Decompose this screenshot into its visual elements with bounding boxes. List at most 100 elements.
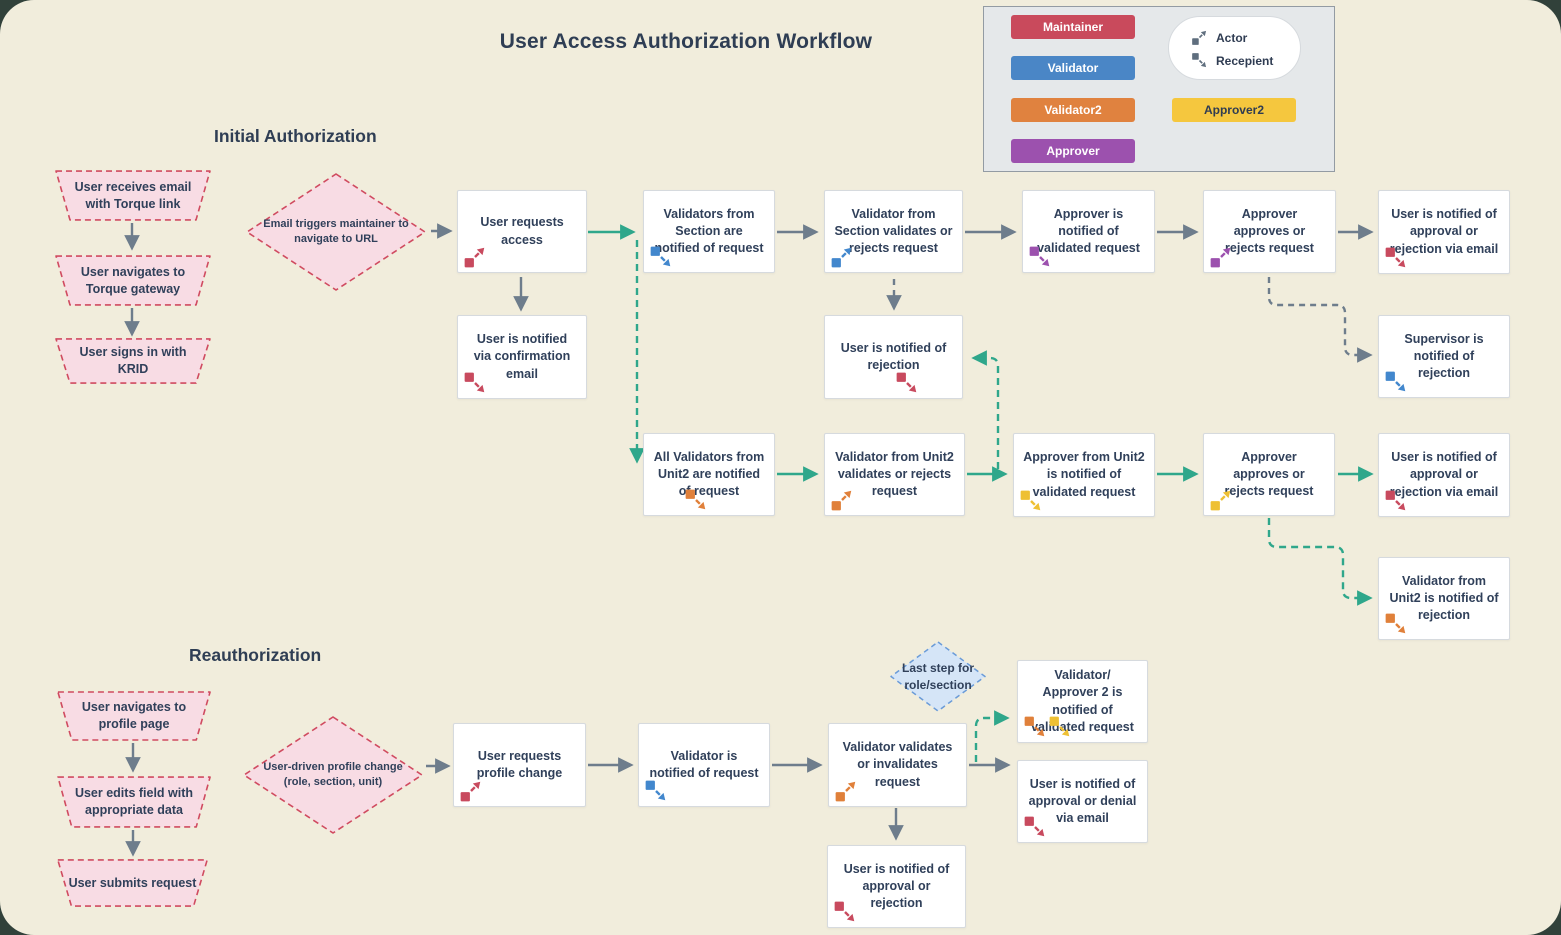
node-label: Validator from Section validates or reje… [834,206,953,256]
node-label: User is notified of approval or rejectio… [1389,207,1499,256]
node-user-edits-field[interactable]: User edits field with appropriate data [52,776,216,828]
node-reauth-validator-validates[interactable]: Validator validates or invalidates reque… [828,723,967,807]
node-user-signs-in[interactable]: User signs in with KRID [50,338,216,384]
node-approver2-notified[interactable]: Validator/ Approver 2 is notified of val… [1017,660,1148,743]
legend-marker-key: Actor Recepient [1168,16,1301,80]
section-heading-reauthorization: Reauthorization [189,645,322,665]
maintainer-recipient-icon [1384,246,1408,270]
approver-actor-icon [1209,245,1233,269]
node-unit2-validator-rejection[interactable]: Validator from Unit2 is notified of reje… [1378,557,1510,640]
legend-approver2[interactable]: Approver2 [1172,98,1296,122]
legend-validator2[interactable]: Validator2 [1011,98,1135,122]
node-label: User requests profile change [476,748,563,780]
node-user-submits-request[interactable]: User submits request [52,859,213,907]
node-label: User is notified via confirmation email [473,332,571,381]
validator-recipient-icon [1384,370,1408,394]
node-label: User navigates to Torque gateway [80,264,186,296]
validator2-recipient-icon [1023,715,1047,739]
node-approver-notified[interactable]: Approver is notified of validated reques… [1022,190,1155,273]
validator2-actor-icon [834,779,858,803]
legend-validator2-label: Validator2 [1044,103,1102,117]
legend-approver-label: Approver [1046,144,1100,158]
node-user-navigates-gateway[interactable]: User navigates to Torque gateway [50,255,216,306]
node-label: Validator validates or invalidates reque… [842,740,953,789]
legend-approver[interactable]: Approver [1011,139,1135,163]
node-user-requests-access[interactable]: User requests access [457,190,587,273]
node-label: User navigates to profile page [81,700,187,731]
legend-maintainer[interactable]: Maintainer [1011,15,1135,39]
node-confirmation-email[interactable]: User is notified via confirmation email [457,315,587,399]
node-unit2-validators-notified[interactable]: All Validators from Unit2 are notified o… [643,433,775,516]
maintainer-recipient-icon [463,371,487,395]
maintainer-actor-icon [459,779,483,803]
node-unit2-approver-approves[interactable]: Approver approves or rejects request [1203,433,1335,516]
node-user-receives-email[interactable]: User receives email with Torque link [50,170,216,221]
maintainer-recipient-icon [1023,815,1047,839]
node-user-requests-profile-change[interactable]: User requests profile change [453,723,586,807]
maintainer-recipient-icon [833,900,857,924]
maintainer-recipient-icon [1384,489,1408,513]
maintainer-actor-icon [463,245,487,269]
node-email-triggers-maintainer[interactable]: Email triggers maintainer to navigate to… [246,173,426,291]
actor-key-label: Actor [1216,30,1248,45]
legend-validator[interactable]: Validator [1011,56,1135,80]
legend-validator-label: Validator [1047,61,1099,75]
node-label: User-driven profile change (role, sectio… [263,761,403,788]
legend: Maintainer Validator Validator2 Approver… [983,6,1335,172]
approver2-recipient-icon [1048,715,1072,739]
recipient-key-label: Recepient [1216,53,1274,68]
node-label: Email triggers maintainer to navigate to… [263,218,409,245]
node-unit2-user-notified-email[interactable]: User is notified of approval or rejectio… [1378,433,1510,517]
node-label: Validator from Unit2 is notified of reje… [1389,573,1499,623]
node-validators-notified[interactable]: Validators from Section are notified of … [643,190,775,273]
legend-maintainer-label: Maintainer [1042,20,1103,34]
node-label: Supervisor is notified of rejection [1404,331,1484,381]
node-label: User is notified of approval or rejectio… [1389,450,1499,499]
validator2-recipient-icon [1384,612,1408,636]
legend-approver2-label: Approver2 [1203,103,1265,117]
approver2-recipient-icon [1019,489,1043,513]
node-label: Validators from Section are notified of … [654,206,764,256]
approver-recipient-icon [1028,245,1052,269]
node-label: Approver is notified of validated reques… [1037,206,1140,256]
node-label: User signs in with KRID [79,345,187,376]
node-label: User is notified of approval or denial v… [1028,776,1137,826]
node-label: All Validators from Unit2 are notified o… [653,449,765,499]
node-reauth-validator-notified[interactable]: Validator is notified of request [638,723,770,807]
node-supervisor-notified[interactable]: Supervisor is notified of rejection [1378,315,1510,398]
node-unit2-approver-notified[interactable]: Approver from Unit2 is notified of valid… [1013,433,1155,517]
node-last-step-note[interactable]: Last step for role/section [890,641,986,712]
node-user-navigates-profile[interactable]: User navigates to profile page [52,691,216,741]
node-label: Approver approves or rejects request [1224,449,1314,499]
node-label: Validator is notified of request [649,748,759,780]
recipient-icon [1191,52,1207,68]
node-reauth-user-notified-email[interactable]: User is notified of approval or denial v… [1017,760,1148,843]
node-label: Approver approves or rejects request [1225,206,1314,256]
node-user-driven-profile-change[interactable]: User-driven profile change (role, sectio… [243,716,423,834]
validator-recipient-icon [644,779,668,803]
node-user-notified-rejection[interactable]: User is notified of rejection [824,315,963,399]
actor-icon [1191,30,1207,46]
node-unit2-validator-validates[interactable]: Validator from Unit2 validates or reject… [824,433,965,516]
node-label: User edits field with appropriate data [74,786,194,817]
node-user-notified-approval-email[interactable]: User is notified of approval or rejectio… [1378,190,1510,274]
validator2-actor-icon [830,488,854,512]
node-label: Last step for role/section [901,661,974,692]
validator-actor-icon [830,245,854,269]
node-label: User receives email with Torque link [74,179,192,211]
node-label: User requests access [480,215,564,247]
node-label: User is notified of rejection [840,340,947,372]
node-label: Validator from Unit2 validates or reject… [835,449,954,499]
node-label: Approver from Unit2 is notified of valid… [1023,450,1145,499]
node-reauth-user-notified[interactable]: User is notified of approval or rejectio… [827,845,966,928]
section-heading-initial: Initial Authorization [214,126,377,146]
node-validator-validates[interactable]: Validator from Section validates or reje… [824,190,963,273]
page-title: User Access Authorization Workflow [499,30,873,53]
validator2-recipient-icon [684,488,708,512]
validator-recipient-icon [649,245,673,269]
maintainer-recipient-icon [895,371,919,395]
node-approver-approves[interactable]: Approver approves or rejects request [1203,190,1336,273]
node-label: User submits request [68,875,197,890]
node-label: User is notified of approval or rejectio… [843,861,950,911]
